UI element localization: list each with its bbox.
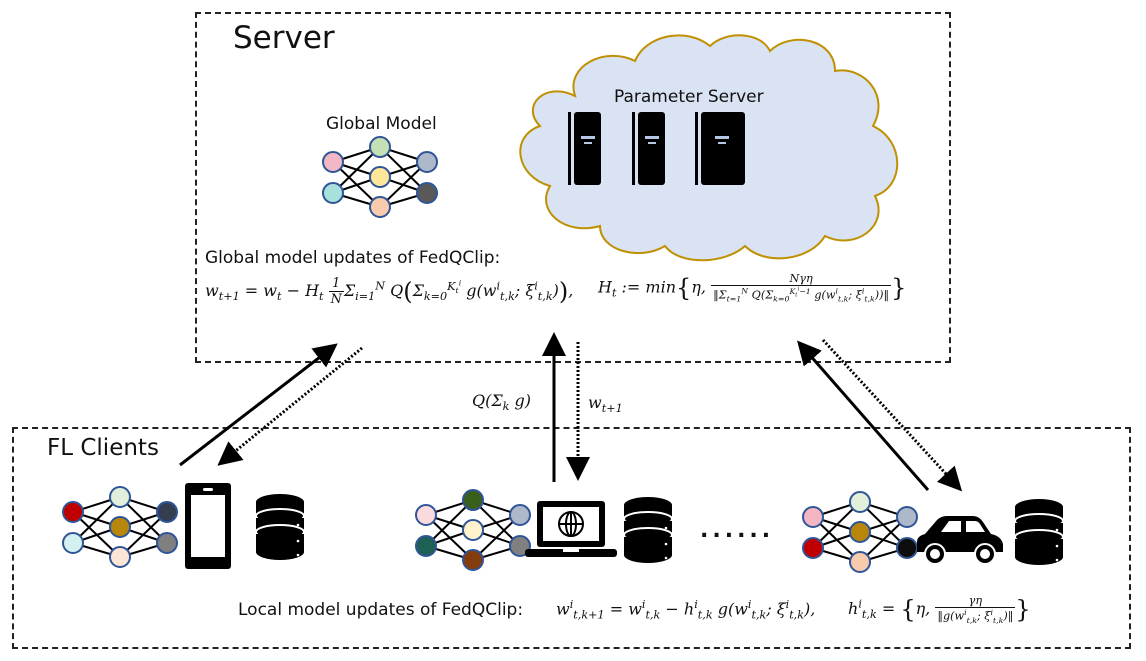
server-title: Server (233, 20, 335, 56)
server-rack-icon (695, 112, 745, 185)
network-node (896, 506, 918, 528)
clients-title: FL Clients (47, 435, 159, 461)
server-rack-icon (568, 112, 601, 185)
network-node (109, 516, 131, 538)
network-node (369, 196, 391, 218)
network-node (849, 551, 871, 573)
database-icon (255, 494, 305, 560)
network-node (369, 166, 391, 188)
upload-arrow-client-3 (797, 340, 930, 491)
network-node (849, 521, 871, 543)
more-clients-ellipsis: ...... (700, 518, 775, 543)
network-node (416, 182, 438, 204)
local-update-heading: Local model updates of FedQClip: (238, 600, 524, 620)
download-arrow-client-3 (821, 338, 963, 492)
database-icon (623, 497, 673, 563)
phone-icon (185, 483, 231, 569)
clients-box (12, 427, 1131, 649)
network-node (415, 504, 437, 526)
server-rack-icons (568, 112, 745, 185)
global-step-formula: Ht := min{η, Nγη‖Σt=1N Q(Σk=0Kti−1 g(wit… (598, 272, 907, 304)
network-node (416, 151, 438, 173)
network-node (109, 546, 131, 568)
network-node (509, 535, 531, 557)
car-icon (917, 516, 1003, 565)
network-node (322, 151, 344, 173)
parameter-server-label: Parameter Server (614, 87, 764, 107)
download-arrow-client-1 (217, 346, 363, 466)
network-node (462, 489, 484, 511)
network-node (322, 182, 344, 204)
network-node (462, 549, 484, 571)
network-node (415, 535, 437, 557)
network-node (156, 501, 178, 523)
network-node (369, 136, 391, 158)
network-node (62, 532, 84, 554)
network-node (802, 506, 824, 528)
network-node (802, 537, 824, 559)
globe-icon (558, 511, 584, 537)
network-node (509, 504, 531, 526)
download-label: wt+1 (588, 393, 623, 416)
laptop-icon (525, 501, 617, 557)
client-model-network-icon (415, 489, 531, 571)
global-update-heading: Global model updates of FedQClip: (205, 248, 501, 268)
network-node (156, 532, 178, 554)
server-rack-icon (632, 112, 665, 185)
network-node (462, 519, 484, 541)
network-node (109, 486, 131, 508)
network-node (62, 501, 84, 523)
client-model-network-icon (62, 486, 178, 568)
global-model-network-icon (322, 136, 438, 218)
client-model-network-icon (802, 491, 918, 573)
database-icon (1014, 499, 1064, 565)
local-update-formula: wit,k+1 = wit,k − hit,k g(wit,k; ξit,k), (556, 598, 816, 622)
local-step-formula: hit,k = {η, γη‖g(wit,k; ξit,k)‖} (848, 594, 1031, 625)
upload-arrow-client-1 (179, 343, 338, 467)
upload-label: Q(Σk g) (472, 391, 532, 414)
network-node (849, 491, 871, 513)
global-model-label: Global Model (326, 114, 437, 134)
server-box (195, 12, 951, 363)
